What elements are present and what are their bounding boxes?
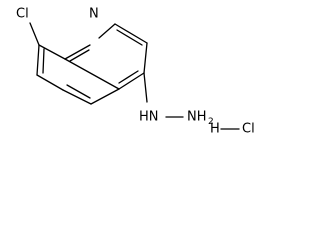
bond-c6-c5 <box>62 89 92 105</box>
atom-labels: Cl N HN NH 2 H Cl <box>16 7 255 137</box>
bond-n1-c2 <box>98 23 116 39</box>
bond-c2-c3 <box>114 23 148 44</box>
bond-c4-nh <box>143 72 148 103</box>
bond-c8a-c8 <box>38 44 66 60</box>
bond-c7-c6 <box>36 74 64 91</box>
salt-hydrogen-label: H <box>210 122 220 137</box>
ring-nitrogen-atom-label: N <box>89 7 99 22</box>
chlorine-atom-label: Cl <box>16 7 29 22</box>
bond-c8a-n1 <box>64 44 91 60</box>
bond-c2-c3-double <box>116 29 143 46</box>
bond-c8-cl <box>29 22 40 46</box>
bond-c3-c4 <box>143 42 148 74</box>
bond-c8a-n1-double <box>69 49 90 62</box>
chemical-structure-diagram: Cl N HN NH 2 H Cl <box>16 7 255 137</box>
hydrazine-nh2-subscript: 2 <box>208 117 214 127</box>
quinoline-ring-bonds <box>29 22 148 105</box>
bond-c8-c7 <box>36 44 40 76</box>
bond-c4-c4a <box>118 72 145 90</box>
bond-c4-c4a-double <box>118 70 139 84</box>
hydrazine-nh2-label: NH <box>187 110 207 125</box>
bond-c5-c4a <box>90 88 120 105</box>
bond-c6-c5-double <box>66 84 91 99</box>
salt-chlorine-label: Cl <box>242 122 255 137</box>
hydrazine-nh-label: HN <box>139 110 159 125</box>
bond-c8-c7-double <box>42 48 45 74</box>
bond-c4a-c8a <box>64 58 120 90</box>
